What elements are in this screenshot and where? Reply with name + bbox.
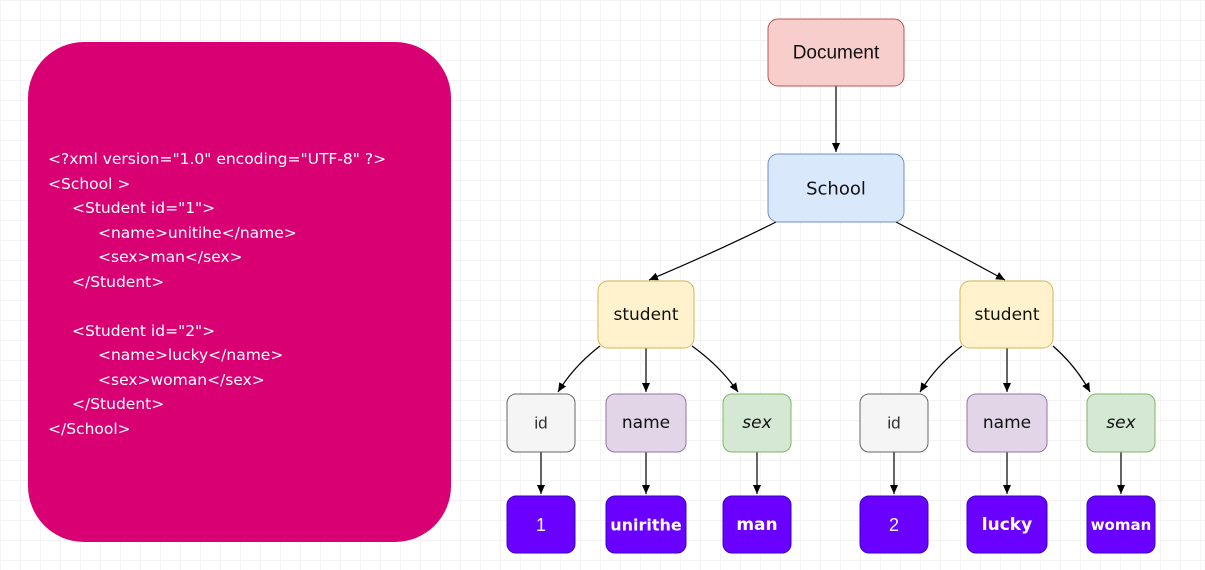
student-1-close-tag: </Student>	[72, 272, 165, 291]
edge-student-2-id	[919, 345, 963, 393]
node-value-sex-2-label: woman	[1091, 516, 1152, 534]
node-school-label: School	[806, 179, 866, 200]
node-id-1-label: id	[534, 414, 547, 433]
node-value-id-2: 2	[859, 495, 929, 554]
student-1-name-tag: <name>unitihe</name>	[98, 223, 297, 242]
node-sex-2-label: sex	[1106, 413, 1136, 433]
node-name-2: name	[966, 393, 1048, 453]
node-id-2: id	[859, 393, 929, 453]
node-school: School	[767, 153, 905, 223]
student-1-open-tag: <Student id="1">	[72, 199, 216, 217]
node-value-sex-1-label: man	[736, 515, 777, 535]
node-value-name-1: unirithe	[605, 495, 687, 554]
student-2-open-tag: <Student id="2">	[72, 321, 216, 340]
edges	[537, 86, 1125, 494]
node-document: Document	[767, 18, 905, 87]
node-sex-2: sex	[1086, 393, 1156, 453]
node-value-name-1-label: unirithe	[610, 516, 682, 535]
node-value-id-2-label: 2	[889, 515, 899, 535]
student-2-sex-tag: <sex>woman</sex>	[98, 370, 265, 389]
school-open-tag: <School >	[48, 174, 131, 193]
node-value-name-2: lucky	[966, 495, 1048, 554]
node-student-2: student	[959, 280, 1054, 349]
node-student-1-label: student	[614, 305, 679, 325]
school-close-tag: </School>	[48, 419, 131, 438]
edge-student-1-id	[557, 345, 601, 393]
node-id-1: id	[506, 393, 576, 453]
student-1-sex-tag: <sex>man</sex>	[98, 248, 243, 266]
node-id-2-label: id	[887, 414, 900, 433]
xml-declaration: <?xml version="1.0" encoding="UTF-8" ?>	[48, 150, 387, 168]
node-value-sex-1: man	[722, 495, 792, 554]
node-sex-1-label: sex	[742, 413, 772, 433]
edge-school-student-2	[895, 221, 1006, 281]
edge-student-1-sex	[691, 345, 739, 393]
edge-student-2-sex	[1052, 345, 1091, 393]
node-value-id-1: 1	[506, 495, 576, 554]
node-student-2-label: student	[975, 305, 1040, 325]
node-name-2-label: name	[983, 413, 1031, 433]
node-document-label: Document	[793, 43, 880, 64]
node-value-name-2-label: lucky	[982, 515, 1032, 535]
student-2-close-tag: </Student>	[72, 395, 165, 413]
student-2-name-tag: <name>lucky</name>	[98, 346, 284, 364]
node-name-1-label: name	[622, 413, 670, 433]
node-name-1: name	[605, 393, 687, 453]
node-value-sex-2: woman	[1086, 495, 1156, 554]
edge-school-student-1	[648, 221, 777, 281]
node-value-id-1-label: 1	[536, 515, 546, 535]
node-student-1: student	[597, 280, 695, 349]
node-sex-1: sex	[722, 393, 792, 453]
xml-code-panel: <?xml version="1.0" encoding="UTF-8" ?> …	[28, 42, 451, 542]
